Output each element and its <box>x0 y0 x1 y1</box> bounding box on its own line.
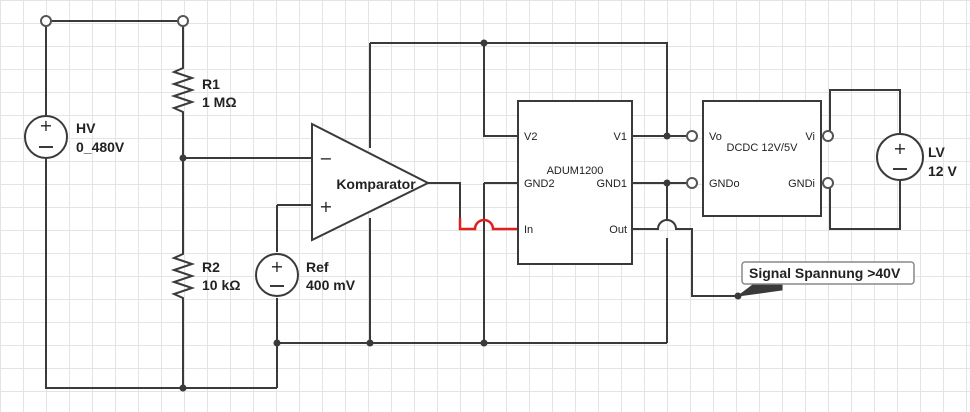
pin-gnd1: GND1 <box>596 178 627 190</box>
terminal-dcdc-vi[interactable] <box>822 130 834 142</box>
wire-v2 <box>483 43 518 137</box>
dcdc-converter[interactable]: DCDC 12V/5V Vo GNDo Vi GNDi <box>702 100 822 217</box>
hv-source[interactable]: + HV 0_480V <box>24 115 125 159</box>
pin-out: Out <box>609 224 627 236</box>
terminals <box>40 15 834 189</box>
pin-gndo: GNDo <box>709 178 740 190</box>
r1-value: 1 MΩ <box>202 94 237 110</box>
hv-value: 0_480V <box>76 139 125 155</box>
chip-name: ADUM1200 <box>547 165 604 177</box>
resistor-r1[interactable]: R1 1 MΩ <box>170 64 237 118</box>
wire-hv-bottom <box>45 157 277 389</box>
junction-dot <box>480 339 488 347</box>
junction-dot <box>480 39 488 47</box>
comparator-label: Komparator <box>336 176 416 192</box>
dcdc-name: DCDC 12V/5V <box>727 142 799 154</box>
pin-vo: Vo <box>709 131 722 143</box>
junction-dot <box>663 179 671 187</box>
wire-comp-to-in <box>458 218 518 231</box>
wire-comp-out <box>428 182 461 218</box>
isolator-chip[interactable]: ADUM1200 V2 GND2 In V1 GND1 Out <box>517 100 633 265</box>
pin-v1: V1 <box>614 131 627 143</box>
pin-vi: Vi <box>805 131 815 143</box>
r2-value: 10 kΩ <box>202 277 240 293</box>
ref-value: 400 mV <box>306 277 356 293</box>
callout-box <box>741 261 915 285</box>
callout-text: Signal Spannung >40V <box>749 265 901 281</box>
wire-top-rail <box>370 42 668 136</box>
junction-dot <box>179 384 187 392</box>
pin-gnd2: GND2 <box>524 178 555 190</box>
comparator-plus-sign: + <box>319 197 332 216</box>
plus-sign: + <box>39 116 52 135</box>
junction-dot <box>366 339 374 347</box>
resistor-icon <box>170 64 196 118</box>
lv-value: 12 V <box>928 163 957 179</box>
voltage-source-icon <box>255 253 299 297</box>
signal-callout[interactable]: Signal Spannung >40V <box>736 261 915 297</box>
terminal-dcdc-gndi[interactable] <box>822 177 834 189</box>
ref-name: Ref <box>306 259 329 275</box>
comparator[interactable]: − + Komparator <box>311 122 431 242</box>
r1-name: R1 <box>202 76 220 92</box>
junctions <box>179 39 742 392</box>
op-amp-icon <box>311 122 431 242</box>
voltage-source-icon <box>876 133 924 181</box>
wires <box>45 20 901 389</box>
chip-body <box>517 100 633 265</box>
terminal-dcdc-gndo[interactable] <box>686 177 698 189</box>
wire-out <box>632 219 738 297</box>
wire-lv-top <box>829 89 901 136</box>
voltage-source-icon <box>24 115 68 159</box>
pin-v2: V2 <box>524 131 537 143</box>
pin-in: In <box>524 224 533 236</box>
lv-source[interactable]: + LV 12 V <box>876 133 957 181</box>
ref-source[interactable]: + Ref 400 mV <box>255 253 356 297</box>
comparator-minus-sign: − <box>319 149 332 168</box>
lv-name: LV <box>928 144 946 160</box>
hv-name: HV <box>76 120 96 136</box>
callout-pointer <box>736 283 783 297</box>
junction-dot <box>663 132 671 140</box>
resistor-icon <box>170 250 196 302</box>
terminal-node[interactable] <box>177 15 189 27</box>
junction-dot <box>273 339 281 347</box>
pin-gndi: GNDi <box>788 178 815 190</box>
plus-sign: + <box>270 257 283 276</box>
resistor-r2[interactable]: R2 10 kΩ <box>170 250 240 302</box>
wire-lv-bottom <box>829 180 901 230</box>
terminal-node[interactable] <box>40 15 52 27</box>
plus-sign: + <box>893 139 906 158</box>
terminal-dcdc-vo[interactable] <box>686 130 698 142</box>
dcdc-body <box>702 100 822 217</box>
r2-name: R2 <box>202 259 220 275</box>
junction-dot <box>179 154 187 162</box>
